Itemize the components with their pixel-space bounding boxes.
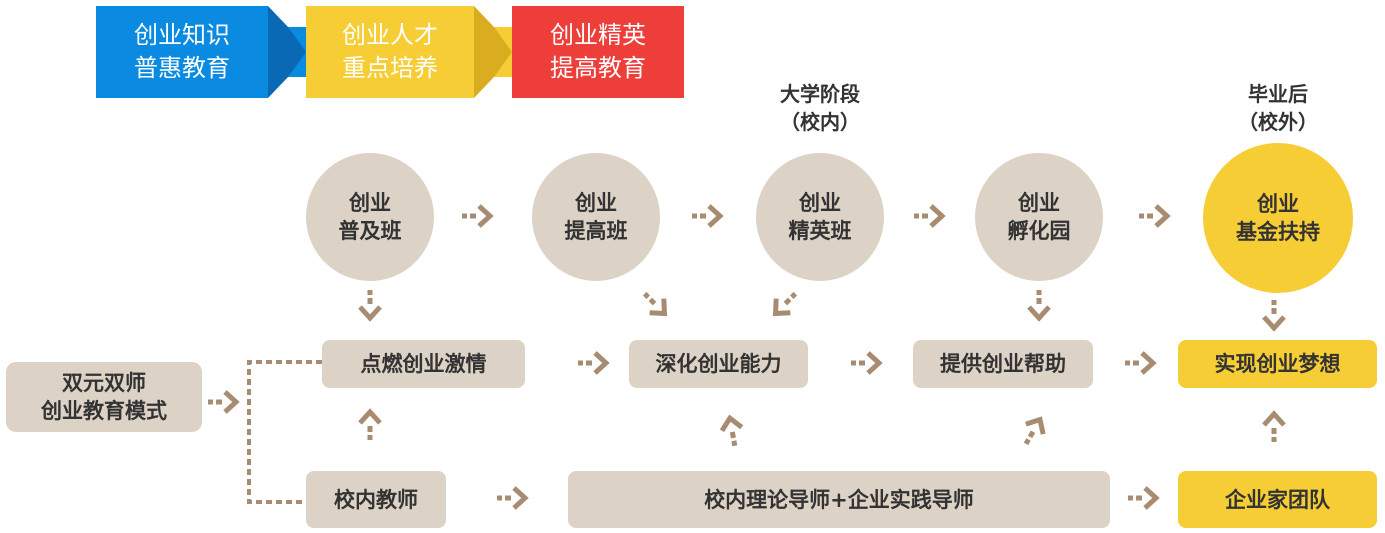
box-deepen-ability: 深化创业能力 (629, 340, 808, 388)
arrow-icon-model (208, 392, 236, 412)
stage-university-line1: 大学阶段 (780, 82, 860, 106)
box-dual-mentors-label: 校内理论导师+企业实践导师 (704, 487, 974, 512)
box-campus-teachers: 校内教师 (306, 471, 446, 528)
banner-knowledge-line1: 创业知识 (134, 21, 230, 49)
banner-chevron-1 (268, 6, 306, 98)
arrow-icon-down-2 (638, 287, 672, 321)
circle-advanced-line2: 提高班 (564, 219, 628, 243)
circle-elite-line2: 精英班 (788, 219, 852, 243)
banner-elite-line2: 提高教育 (550, 54, 646, 82)
arrow-icon-bottom-2 (1128, 488, 1156, 508)
arrow-icon-up-2 (720, 416, 745, 447)
stage-graduate-line1: 毕业后 (1248, 82, 1308, 106)
circle-elite-line1: 创业 (799, 191, 841, 215)
stage-graduate: 毕业后 （校外） (1218, 80, 1338, 136)
stage-graduate-line2: （校外） (1238, 110, 1318, 134)
circle-advanced-line1: 创业 (575, 191, 617, 215)
banner-talent-line2: 重点培养 (342, 54, 438, 82)
circle-popularization-line1: 创业 (349, 191, 391, 215)
arrow-icon-up-4 (1264, 414, 1284, 442)
box-realize-dream: 实现创业梦想 (1178, 340, 1377, 388)
box-provide-help: 提供创业帮助 (913, 340, 1093, 388)
box-campus-teachers-label: 校内教师 (334, 487, 418, 512)
circle-incubator: 创业 孵化园 (975, 153, 1103, 281)
box-provide-help-label: 提供创业帮助 (940, 352, 1066, 376)
box-ignite-passion-label: 点燃创业激情 (360, 352, 487, 376)
circle-fund-support: 创业 基金扶持 (1203, 143, 1353, 293)
circle-elite-class: 创业 精英班 (756, 153, 884, 281)
box-dual-mentors: 校内理论导师+企业实践导师 (568, 471, 1110, 528)
arrow-icon-down-1 (360, 290, 380, 318)
circle-fund-line1: 创业 (1257, 192, 1299, 216)
banner-talent-line1: 创业人才 (342, 21, 438, 49)
arrow-icon-circle-3 (914, 206, 942, 226)
circle-popularization-line2: 普及班 (338, 219, 402, 243)
arrow-icon-circle-1 (462, 206, 490, 226)
arrow-icon-up-1 (360, 412, 380, 440)
box-entrepreneur-team: 企业家团队 (1178, 471, 1377, 528)
arrow-icon-circle-2 (692, 206, 720, 226)
arrow-icon-bottom-1 (497, 488, 525, 508)
box-ignite-passion: 点燃创业激情 (322, 340, 525, 388)
box-deepen-ability-label: 深化创业能力 (655, 352, 782, 376)
model-line2: 创业教育模式 (41, 399, 167, 423)
dual-mentor-model-box: 双元双师 创业教育模式 (6, 362, 202, 432)
banner-chevron-2 (474, 6, 512, 98)
banner-elite: 创业精英 提高教育 (512, 6, 684, 98)
arrow-icon-up-3 (1017, 415, 1048, 449)
circle-incubator-line1: 创业 (1018, 191, 1060, 215)
arrow-icon-middle-1 (578, 353, 606, 373)
box-entrepreneur-team-label: 企业家团队 (1225, 487, 1330, 512)
stage-university-line2: （校内） (780, 110, 860, 134)
arrow-icon-down-3 (768, 287, 802, 321)
arrow-icon-middle-3 (1125, 353, 1153, 373)
banner-knowledge-line2: 普惠教育 (134, 54, 230, 82)
banner-elite-line1: 创业精英 (550, 21, 646, 49)
arrow-icon-down-4 (1029, 290, 1049, 318)
model-line1: 双元双师 (62, 371, 146, 395)
circle-advanced-class: 创业 提高班 (532, 153, 660, 281)
arrow-icon-down-5 (1264, 300, 1284, 328)
stage-university: 大学阶段 （校内） (760, 80, 880, 136)
circle-incubator-line2: 孵化园 (1007, 219, 1071, 243)
circle-fund-line2: 基金扶持 (1236, 220, 1320, 244)
circle-popularization-class: 创业 普及班 (306, 153, 434, 281)
box-realize-dream-label: 实现创业梦想 (1214, 352, 1341, 376)
banner-talent: 创业人才 重点培养 (306, 6, 474, 98)
arrow-icon-circle-4 (1139, 206, 1167, 226)
arrow-icon-middle-2 (851, 353, 879, 373)
banner-knowledge: 创业知识 普惠教育 (96, 6, 268, 98)
